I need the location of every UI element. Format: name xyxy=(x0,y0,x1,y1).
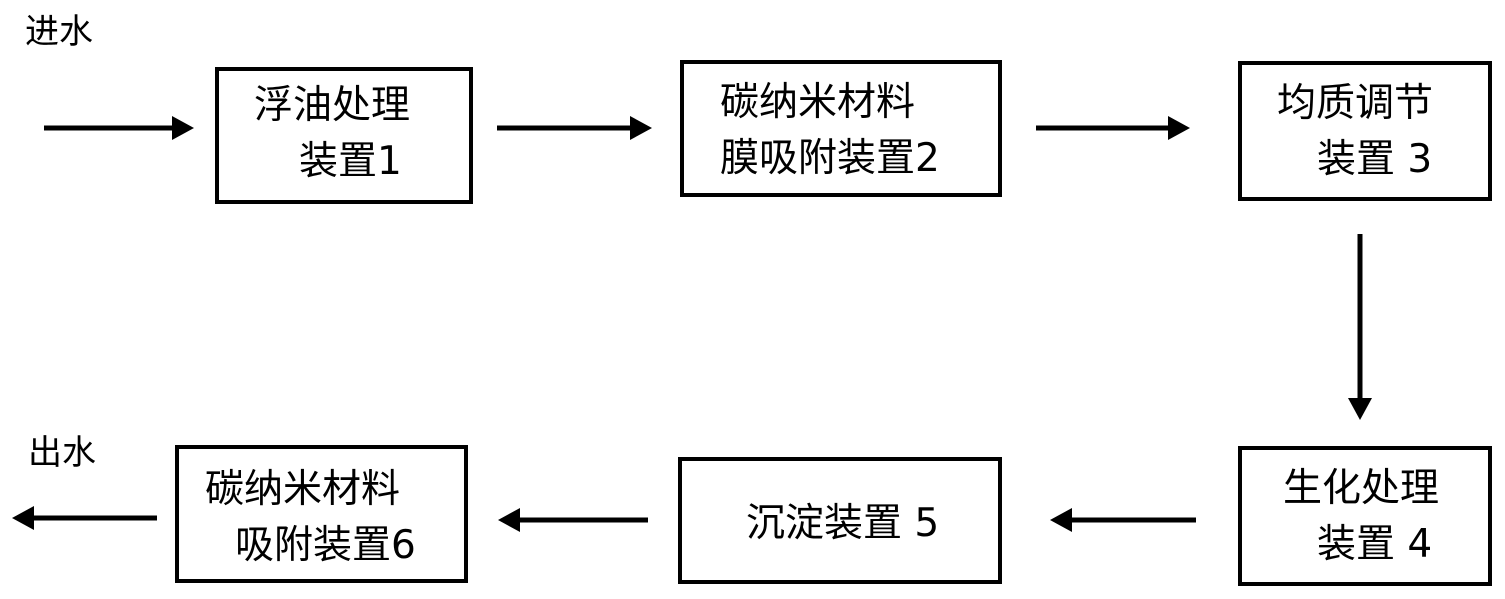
arrowhead-unit-2-to-unit-3 xyxy=(1168,116,1190,140)
unit-1-line-2: 装置1 xyxy=(299,139,402,184)
unit-5-label: 沉淀装置 5 xyxy=(682,461,998,580)
outlet-label: 出水 xyxy=(28,433,96,473)
arrowhead-unit-3-to-unit-4 xyxy=(1348,398,1372,420)
unit-4-line-2: 装置 4 xyxy=(1317,522,1433,567)
arrowhead-unit-4-to-unit-5 xyxy=(1050,508,1072,532)
unit-4-line-1: 生化处理 xyxy=(1283,466,1440,511)
unit-2-line-1: 碳纳米材料 xyxy=(720,80,916,125)
unit-4-label: 生化处理 装置 4 xyxy=(1242,450,1488,582)
unit-2-box: 碳纳米材料 膜吸附装置2 xyxy=(680,60,1002,197)
unit-3-line-2: 装置 3 xyxy=(1317,137,1433,182)
unit-6-label: 碳纳米材料 吸附装置6 xyxy=(179,449,464,579)
unit-5-box: 沉淀装置 5 xyxy=(678,457,1002,584)
unit-2-line-2: 膜吸附装置2 xyxy=(720,136,940,181)
unit-6-box: 碳纳米材料 吸附装置6 xyxy=(175,445,468,583)
arrowhead-unit-1-to-unit-2 xyxy=(630,116,652,140)
unit-4-box: 生化处理 装置 4 xyxy=(1238,446,1492,586)
unit-1-box: 浮油处理 装置1 xyxy=(215,67,473,204)
arrowhead-unit-6-to-outlet xyxy=(12,506,34,530)
unit-1-label: 浮油处理 装置1 xyxy=(219,71,469,200)
unit-5-line-1: 沉淀装置 5 xyxy=(746,501,940,546)
arrowhead-unit-5-to-unit-6 xyxy=(498,508,520,532)
unit-1-line-1: 浮油处理 xyxy=(254,83,411,128)
unit-2-label: 碳纳米材料 膜吸附装置2 xyxy=(684,64,998,193)
arrowhead-inlet-to-unit-1 xyxy=(172,116,194,140)
unit-6-line-1: 碳纳米材料 xyxy=(205,467,401,512)
unit-6-line-2: 吸附装置6 xyxy=(235,523,416,568)
unit-3-box: 均质调节 装置 3 xyxy=(1238,61,1492,201)
inlet-label: 进水 xyxy=(25,12,93,52)
unit-3-label: 均质调节 装置 3 xyxy=(1242,65,1488,197)
unit-3-line-1: 均质调节 xyxy=(1277,81,1434,126)
